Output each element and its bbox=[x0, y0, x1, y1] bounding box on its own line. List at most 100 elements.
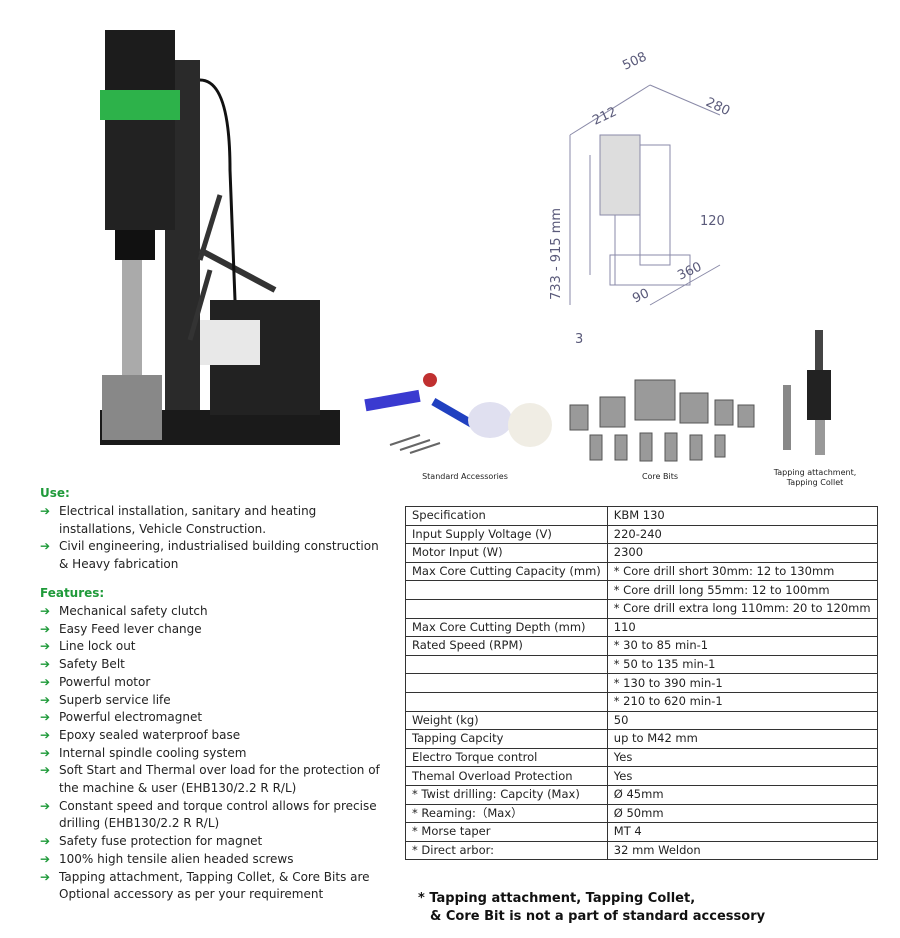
spec-value: * 50 to 135 min-1 bbox=[606, 654, 878, 675]
feature-item-text: Epoxy sealed waterproof base bbox=[59, 727, 241, 742]
use-item-text: Electrical installation, sanitary and he… bbox=[59, 504, 317, 536]
spec-value: Yes bbox=[606, 747, 878, 768]
feature-item: ➔Epoxy sealed waterproof base bbox=[40, 727, 390, 745]
table-row: Max Core Cutting Capacity (mm)* Core dri… bbox=[405, 561, 878, 582]
feature-item-text: Safety fuse protection for magnet bbox=[59, 834, 263, 849]
arrow-icon: ➔ bbox=[40, 621, 51, 636]
arrow-icon: ➔ bbox=[40, 710, 51, 725]
spec-label: Max Core Cutting Depth (mm) bbox=[405, 617, 608, 638]
table-row: * Reaming:（Max）Ø 50mm bbox=[405, 803, 878, 824]
spec-label: * Direct arbor: bbox=[405, 840, 608, 861]
dim-label: 212 bbox=[590, 105, 619, 129]
spec-label bbox=[405, 598, 608, 619]
feature-item: ➔Safety Belt bbox=[40, 656, 390, 674]
feature-item: ➔ Safety fuse protection for magnet bbox=[40, 833, 390, 851]
feature-item-text: Mechanical safety clutch bbox=[59, 604, 208, 618]
spec-value: up to M42 mm bbox=[606, 729, 878, 749]
arrow-icon: ➔ bbox=[40, 834, 51, 849]
spec-value: 50 bbox=[606, 710, 878, 731]
arrow-icon: ➔ bbox=[40, 745, 51, 760]
spec-value: * 30 to 85 min-1 bbox=[606, 636, 878, 656]
spec-value: * Core drill long 55mm: 12 to 100mm bbox=[606, 580, 878, 600]
spec-value: * 130 to 390 min-1 bbox=[606, 673, 878, 693]
dim-label: 120 bbox=[700, 214, 725, 229]
feature-item: ➔Mechanical safety clutch bbox=[40, 603, 390, 621]
feature-item-text: Tapping attachment, Tapping Collet, & Co… bbox=[59, 869, 370, 902]
tapping-attachment-image bbox=[783, 330, 831, 455]
arrow-icon: ➔ bbox=[40, 869, 51, 884]
spec-label: * Reaming:（Max） bbox=[405, 803, 608, 824]
feature-item-text: Superb service life bbox=[59, 692, 171, 707]
spec-label: Electro Torque control bbox=[405, 747, 608, 768]
feature-item: ➔ Line lock out bbox=[40, 638, 390, 656]
use-list: ➔ Electrical installation, sanitary and h… bbox=[40, 503, 390, 574]
arrow-icon: ➔ bbox=[40, 657, 51, 672]
standard-accessories-image bbox=[364, 373, 552, 454]
spec-label: Input Supply Voltage (V) bbox=[405, 524, 608, 545]
dim-label: 280 bbox=[703, 95, 732, 119]
table-row: Input Supply Voltage (V)220-240 bbox=[405, 524, 878, 545]
spec-label: * Twist drilling: Capcity (Max) bbox=[405, 784, 608, 805]
spec-label: Tapping Capcity bbox=[405, 729, 608, 749]
dim-label: 90 bbox=[630, 286, 651, 307]
feature-item: ➔ Tapping attachment, Tapping Collet, & C… bbox=[40, 869, 390, 904]
feature-item: ➔Superb service life bbox=[40, 692, 390, 710]
feature-item-text: Constant speed and torque control allows… bbox=[59, 798, 377, 831]
feature-item-text: Line lock out bbox=[59, 639, 136, 654]
arrow-icon: ➔ bbox=[40, 851, 51, 866]
feature-item: ➔ Soft Start and Thermal over load for th… bbox=[40, 762, 390, 797]
use-heading: Use: bbox=[40, 486, 70, 500]
arrow-icon: ➔ bbox=[40, 539, 51, 554]
use-item-text: Civil engineering, industrialised buildi… bbox=[59, 539, 379, 572]
table-row: * Core drill extra long 110mm: 20 to 120… bbox=[405, 598, 878, 619]
feature-item: ➔ Constant speed and torque control allow… bbox=[40, 798, 390, 833]
table-row: * Twist drilling: Capcity (Max)Ø 45mm bbox=[405, 784, 878, 805]
use-item: ➔ Civil engineering, industrialised build… bbox=[40, 538, 390, 573]
arrow-icon: ➔ bbox=[40, 763, 51, 778]
table-row: * Core drill long 55mm: 12 to 100mm bbox=[405, 580, 878, 600]
spec-value: 110 bbox=[606, 617, 878, 638]
core-bits-image bbox=[569, 379, 755, 462]
features-list: ➔Mechanical safety clutch➔Easy Feed leve… bbox=[40, 603, 390, 904]
feature-item-text: Soft Start and Thermal over load for the… bbox=[59, 763, 380, 796]
footnote: * Tapping attachment, Tapping Collet, & … bbox=[418, 890, 765, 926]
spec-value: * 210 to 620 min-1 bbox=[606, 691, 878, 712]
spec-value: 220-240 bbox=[606, 524, 878, 545]
footnote-line: * Tapping attachment, Tapping Collet, bbox=[418, 891, 696, 906]
table-row: Motor Input (W)2300 bbox=[405, 543, 878, 563]
spec-value: 32 mm Weldon bbox=[606, 840, 878, 861]
spec-value: Ø 50mm bbox=[606, 803, 878, 824]
table-row: * Direct arbor:32 mm Weldon bbox=[405, 840, 878, 861]
dim-label: 508 bbox=[620, 50, 649, 74]
spec-label: Rated Speed (RPM) bbox=[405, 636, 608, 656]
feature-item-text: Powerful motor bbox=[59, 674, 151, 689]
feature-item-text: Internal spindle cooling system bbox=[59, 745, 247, 760]
footnote-line: & Core Bit is not a part of standard acc… bbox=[430, 909, 766, 924]
spec-value: Yes bbox=[606, 766, 878, 786]
spec-label bbox=[405, 580, 608, 600]
table-row: Max Core Cutting Depth (mm)110 bbox=[405, 617, 878, 638]
feature-item: ➔ Powerful electromagnet bbox=[40, 709, 390, 727]
feature-item: ➔ Easy Feed lever change bbox=[40, 621, 390, 639]
arrow-icon: ➔ bbox=[40, 798, 51, 813]
spec-value: KBM 130 bbox=[606, 506, 878, 526]
use-item: ➔ Electrical installation, sanitary and h… bbox=[40, 503, 390, 538]
feature-item-text: Easy Feed lever change bbox=[59, 621, 202, 636]
feature-item-text: Powerful electromagnet bbox=[59, 710, 203, 725]
table-row: * 210 to 620 min-1 bbox=[405, 691, 878, 712]
spec-label: Max Core Cutting Capacity (mm) bbox=[405, 561, 608, 582]
spec-value: * Core drill extra long 110mm: 20 to 120… bbox=[606, 598, 878, 619]
arrow-icon: ➔ bbox=[40, 639, 51, 654]
spec-label bbox=[405, 673, 608, 693]
spec-label bbox=[405, 691, 608, 712]
table-row: Weight (kg)50 bbox=[405, 710, 878, 731]
spec-label: Weight (kg) bbox=[405, 710, 608, 731]
features-heading: Features: bbox=[40, 586, 105, 600]
arrow-icon: ➔ bbox=[40, 504, 51, 518]
